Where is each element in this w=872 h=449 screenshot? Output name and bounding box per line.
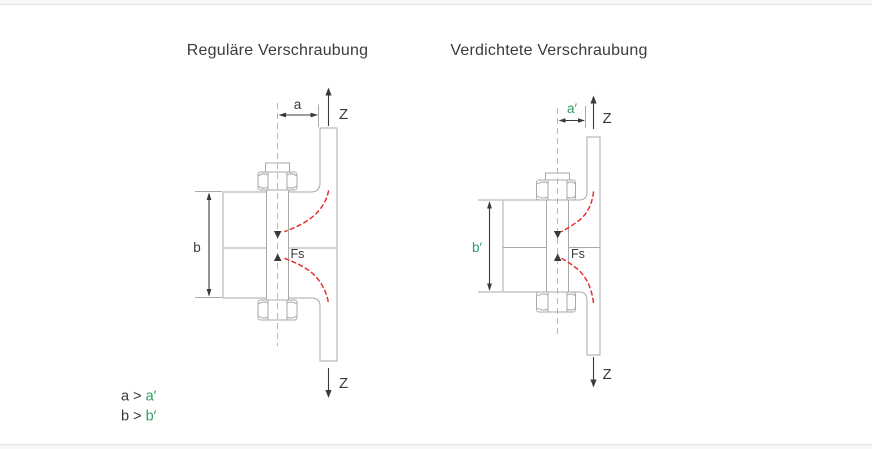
force-flow-curve-upper [284,190,330,233]
label-gap: a′ [567,101,578,116]
force-flow-curve-lower [561,257,595,304]
hex-nut-top-facets [258,172,297,190]
hex-nut-bottom-facets [258,300,297,320]
diagram-title-left: Reguläre Verschraubung [187,42,368,59]
force-flow-curve-lower [284,257,330,304]
comparison-line-1: a > a′ [121,389,157,405]
top-divider [0,0,872,5]
upper-flange-angle [222,127,338,249]
hex-nut-top [536,179,576,201]
comparison-note: a > a′ b > b′ [121,389,157,425]
load-arrow-z-bottom-head [325,390,332,398]
load-arrow-z-top-head [325,87,332,96]
upper-flange-angle [502,136,601,248]
diagram-regular-bolting: a b Z Z Fs [193,87,348,398]
bottom-divider [0,444,872,449]
bolt-shaft-fill [546,200,569,292]
diagram-compressed-bolting: a′ b′ Z Z Fs [472,95,612,388]
preload-arrowhead-down [273,231,282,239]
label-clamp-length: b [193,240,201,255]
preload-arrowhead-down [553,231,562,239]
dimension-a-head-right [578,118,585,123]
label-z-bottom: Z [603,366,612,383]
load-arrow-z-bottom-head [590,379,597,388]
label-z-top: Z [339,106,348,123]
comparison-line-2: b > b′ [121,409,157,425]
preload-arrowhead-up [553,253,562,261]
label-gap: a [294,97,302,112]
label-preload-fs: Fs [291,247,305,261]
lower-flange-angle [222,247,338,362]
bolt-shaft [546,200,569,292]
preload-arrowhead-up [273,253,282,261]
force-flow-curve-upper [561,191,595,233]
dimension-b-head-top [487,201,492,209]
label-z-bottom: Z [339,375,348,392]
diagram-title-right: Verdichtete Verschraubung [450,42,647,59]
lower-flange-angle [502,247,601,356]
label-preload-fs: Fs [571,247,585,261]
hex-nut-bottom [536,291,576,313]
bolt-shaft [266,190,289,300]
dimension-b-head-bottom [206,289,212,297]
dimension-b-head-top [206,192,212,200]
label-z-top: Z [603,110,612,127]
hex-nut-top-facets [536,180,576,200]
load-arrow-z-top-head [590,95,597,104]
dimension-a-head-right [310,112,318,118]
dimension-b-head-bottom [487,283,492,291]
hex-nut-bottom-facets [536,292,576,312]
label-clamp-length: b′ [472,240,483,255]
dimension-a-head-left [558,118,566,123]
dimension-a-head-left [278,112,286,118]
dimension-b-ticks [478,199,502,293]
dimension-b-ticks [195,191,222,298]
